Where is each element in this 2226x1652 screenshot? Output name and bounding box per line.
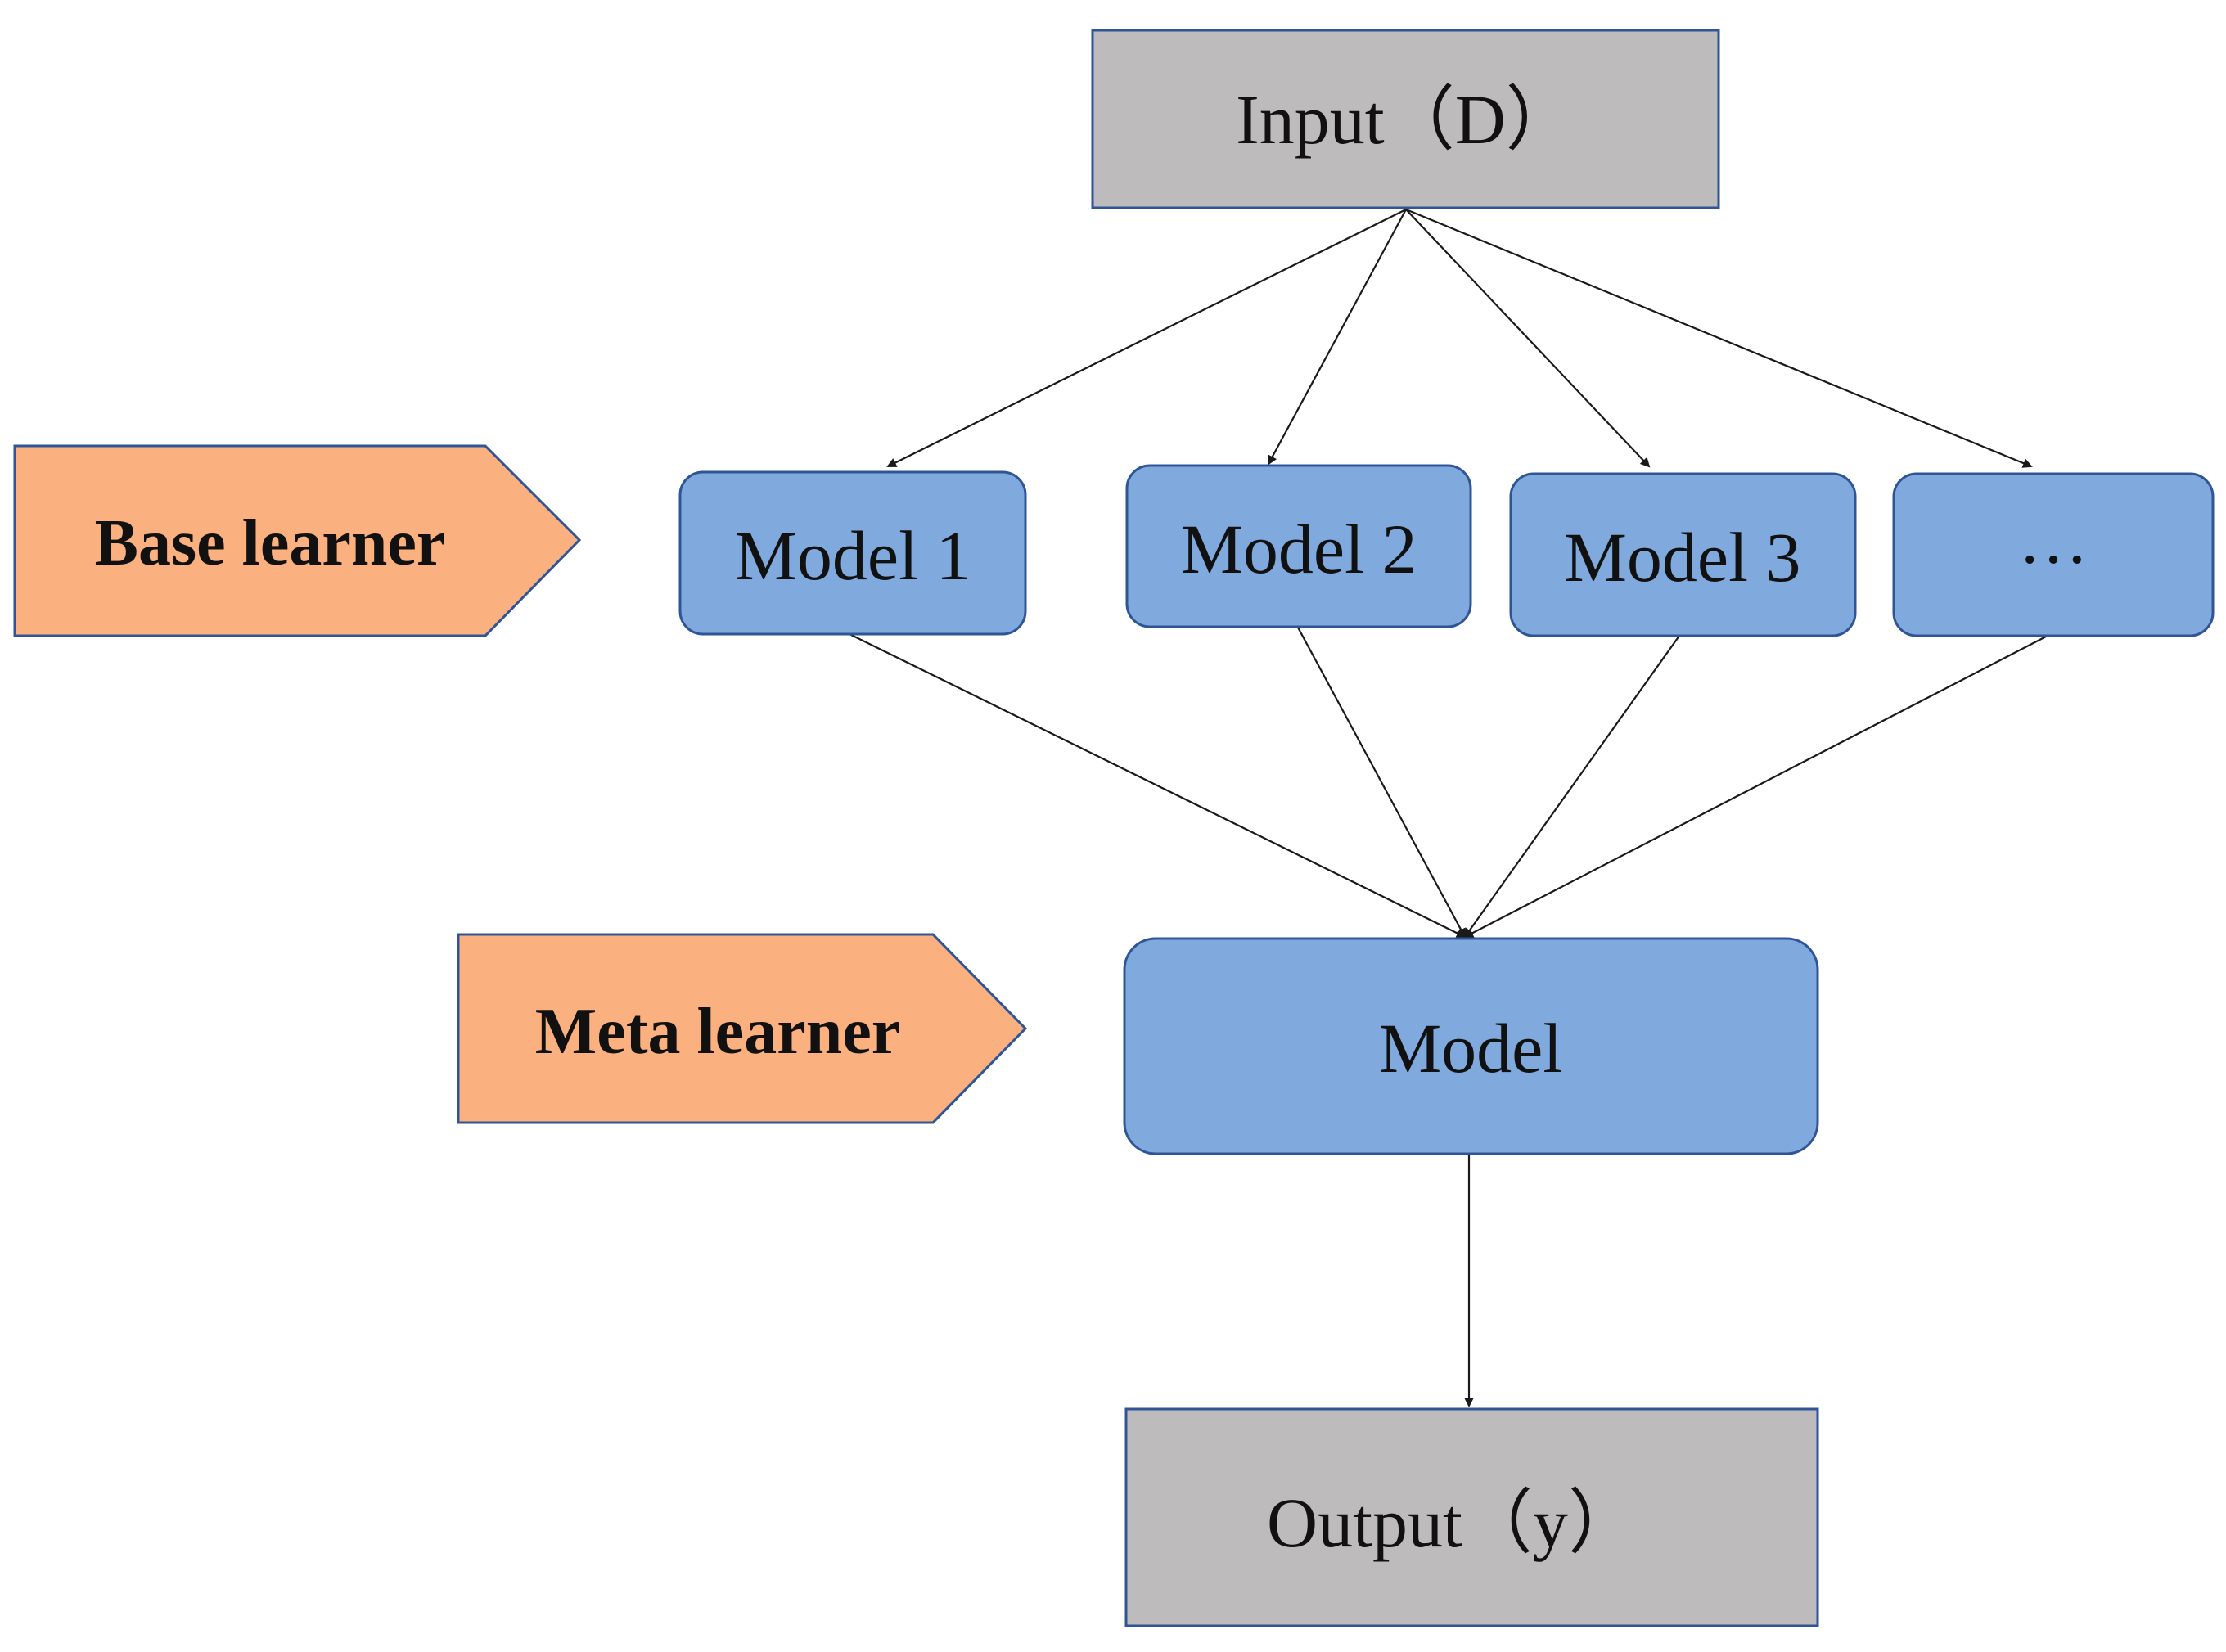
input-to-base-edges — [886, 208, 2033, 468]
meta-model: Model — [1123, 937, 1819, 1155]
base-model-more-box — [1892, 472, 2215, 637]
meta-learner-tag: Meta learner — [457, 933, 1028, 1124]
meta-model-label: Model — [1379, 1009, 1563, 1087]
base-model-more-label: … — [2018, 500, 2089, 578]
edge-input-model-1 — [886, 209, 1407, 467]
meta-learner-tag-shape — [457, 933, 1028, 1124]
output-label: Output（y） — [1267, 1483, 1638, 1562]
base-model-2-box — [1125, 464, 1472, 628]
base-learner-tag-shape — [13, 444, 582, 637]
edge-input-model-more — [1405, 208, 2033, 468]
base-model-3: Model 3 — [1509, 472, 1857, 637]
edge-input-model-3 — [1405, 209, 1651, 468]
base-model-3-box — [1509, 472, 1857, 637]
base-learner-tag: Base learner — [13, 444, 582, 637]
base-to-meta-edges — [849, 625, 2048, 939]
base-model-1-label: Model 1 — [734, 516, 971, 595]
base-model-1-box — [678, 470, 1027, 636]
base-model-2-label: Model 2 — [1180, 510, 1417, 588]
input-node: Input（D） — [1091, 29, 1720, 209]
edge-model-2-meta — [1296, 625, 1466, 939]
input-box — [1091, 29, 1720, 209]
edge-model-more-meta — [1463, 635, 2048, 938]
meta-learner-tag-label: Meta learner — [535, 996, 900, 1068]
edge-model-3-meta — [1463, 635, 1680, 939]
base-model-2: Model 2 — [1125, 464, 1472, 628]
edge-input-model-2 — [1268, 209, 1407, 466]
meta-model-box — [1123, 937, 1819, 1155]
edge-model-1-meta — [849, 633, 1467, 938]
base-learner-tag-label: Base learner — [95, 507, 446, 579]
base-model-3-label: Model 3 — [1564, 518, 1800, 596]
output-node: Output（y） — [1124, 1407, 1819, 1627]
base-model-1: Model 1 — [678, 470, 1027, 636]
output-box — [1124, 1407, 1819, 1627]
base-model-more: … — [1892, 472, 2215, 637]
input-label: Input（D） — [1236, 80, 1576, 159]
